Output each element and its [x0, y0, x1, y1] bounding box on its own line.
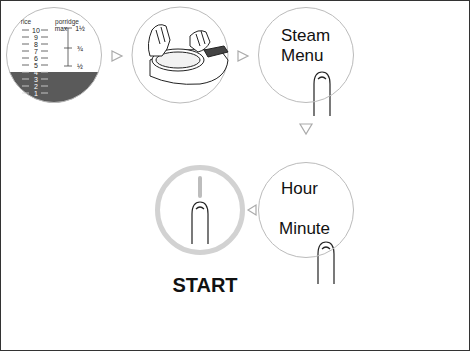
scale-label: 6: [34, 55, 38, 63]
finger-outline: [192, 202, 208, 244]
scale-label: 7: [34, 48, 38, 56]
scale-dash: [22, 51, 29, 52]
time-button-circle: HourMinute: [258, 162, 354, 258]
finger-outline: [318, 242, 334, 284]
pot-illustration: [148, 25, 228, 85]
button-text: Minute: [279, 219, 330, 239]
right-hand: [190, 31, 210, 52]
pointing-finger: [192, 202, 208, 244]
start-button: START: [155, 165, 245, 255]
step-circle: [132, 7, 228, 103]
step-arrow: [238, 51, 248, 61]
scale-label: 1½: [75, 25, 85, 33]
finger-lines: [196, 31, 205, 46]
scale-label: 10: [32, 27, 40, 35]
scale-dash: [41, 58, 48, 59]
water-level-band: [0, 72, 110, 112]
finger-nail: [196, 207, 204, 209]
scale-label: 9: [34, 34, 38, 42]
scale-dash: [41, 51, 48, 52]
porridge-bracket: [64, 28, 72, 66]
scale-label: 5: [34, 62, 38, 70]
scale-dash: [22, 79, 29, 80]
step-arrow: [248, 205, 256, 215]
scale-dash: [22, 37, 29, 38]
scale-dash: [41, 86, 48, 87]
finger-outline: [314, 72, 330, 116]
scale-dash: [22, 86, 29, 87]
scale-label: 3: [34, 76, 38, 84]
cooker-hinge: [204, 46, 228, 57]
button-text: Steam Menu: [281, 26, 343, 65]
scale-dash: [41, 65, 48, 66]
scale-dash: [22, 30, 29, 31]
scale-dash: [22, 65, 29, 66]
scale-label: 8: [34, 41, 38, 49]
menu-button-circle: Steam Menu: [258, 7, 354, 103]
scale-dash: [22, 44, 29, 45]
scale-label: 1: [34, 90, 38, 98]
scale-marks: [22, 30, 48, 93]
finger-nail: [322, 247, 330, 249]
step-arrow: [112, 51, 122, 61]
water-scale-circle: rice porridge 10987654321 max 1½ ¾ ½: [6, 7, 102, 103]
bracket-tick: [64, 48, 72, 49]
scale-dash: [41, 30, 48, 31]
left-hand: [148, 25, 170, 56]
finger-nail: [318, 77, 326, 79]
scale-label: 2: [34, 83, 38, 91]
scale-dash: [41, 72, 48, 73]
scale-label: ½: [77, 63, 83, 71]
scale-dash: [22, 58, 29, 59]
scale-dash: [22, 93, 29, 94]
scale-label: ¾: [77, 45, 83, 53]
scale-label: max: [55, 25, 67, 32]
scale-label: 4: [34, 69, 38, 77]
power-line: [198, 178, 202, 196]
bracket-tick: [64, 66, 72, 67]
scale-dash: [41, 44, 48, 45]
scale-dash: [41, 93, 48, 94]
scale-dash: [41, 37, 48, 38]
button-text: Hour: [281, 179, 318, 199]
pointing-finger: [318, 242, 334, 284]
scale-dash: [22, 72, 29, 73]
finger-lines: [156, 27, 165, 44]
scale-label: rice: [21, 18, 31, 25]
pointing-finger: [314, 72, 330, 116]
button-label: START: [172, 274, 237, 297]
step-arrow: [300, 124, 312, 134]
scale-dash: [41, 79, 48, 80]
bracket-line: [68, 28, 69, 66]
scale-label: porridge: [55, 18, 79, 25]
